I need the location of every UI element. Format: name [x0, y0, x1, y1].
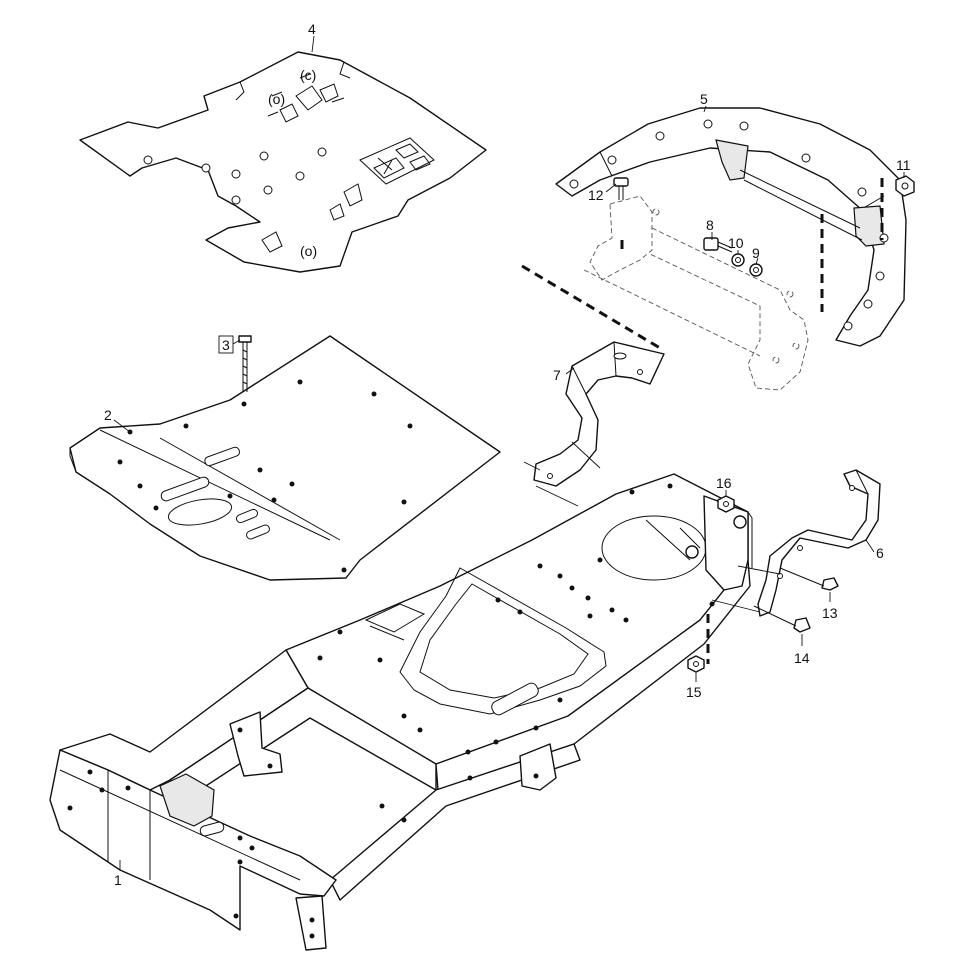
svg-text:3: 3	[222, 337, 230, 353]
svg-text:2: 2	[104, 407, 112, 423]
callout-5: 5	[700, 91, 708, 113]
floor-plate	[69, 335, 501, 581]
main-frame	[49, 473, 753, 951]
callout-4: 4	[308, 21, 316, 53]
bumper-bracket-ghost	[583, 195, 809, 391]
bolt-13	[779, 567, 839, 591]
callout-13: 13	[822, 592, 838, 621]
pedal-icons: (o) (c) (o)	[261, 67, 363, 259]
bolt-12	[613, 177, 629, 200]
screw-3	[238, 335, 252, 392]
floor-mat: (o) (c) (o)	[79, 51, 487, 273]
bracket-6	[757, 469, 881, 617]
callout-10: 10	[728, 235, 744, 254]
callout-2: 2	[104, 407, 131, 433]
svg-text:12: 12	[588, 187, 604, 203]
svg-text:13: 13	[822, 605, 838, 621]
washer-9	[749, 263, 763, 277]
callout-1: 1	[114, 860, 122, 888]
washer-10	[731, 253, 745, 267]
callout-16: 16	[716, 475, 732, 496]
bolt-8	[703, 237, 733, 253]
callout-6: 6	[865, 539, 884, 561]
callout-9: 9	[752, 245, 760, 265]
nut-15	[687, 655, 705, 673]
callout-14: 14	[794, 634, 810, 666]
svg-text:16: 16	[716, 475, 732, 491]
front-bumper	[555, 107, 907, 347]
bracket-7	[533, 341, 665, 487]
svg-text:(o): (o)	[300, 243, 317, 259]
svg-text:11: 11	[896, 157, 911, 173]
callout-12: 12	[588, 183, 617, 203]
svg-text:1: 1	[114, 872, 122, 888]
svg-text:10: 10	[728, 235, 744, 251]
svg-text:7: 7	[553, 367, 561, 383]
nut-11	[895, 175, 915, 197]
svg-text:15: 15	[686, 684, 702, 700]
callout-11: 11	[896, 157, 911, 178]
svg-text:(o): (o)	[268, 91, 285, 107]
svg-text:14: 14	[794, 650, 810, 666]
warning-decals	[359, 137, 435, 185]
callout-7: 7	[553, 367, 575, 383]
callouts: 1 2 3 4 5 6 7 8	[104, 21, 911, 888]
callout-3: 3	[218, 335, 241, 354]
bolt-14	[753, 605, 811, 633]
svg-text:9: 9	[752, 245, 760, 261]
plate-holes	[117, 379, 413, 573]
callout-15: 15	[686, 672, 702, 700]
svg-text:5: 5	[700, 91, 708, 107]
frame-holes	[67, 483, 715, 939]
svg-text:(c): (c)	[300, 67, 316, 83]
svg-text:6: 6	[876, 545, 884, 561]
svg-text:8: 8	[706, 217, 714, 233]
svg-text:4: 4	[308, 21, 316, 37]
callout-8: 8	[706, 217, 714, 240]
nut-16	[717, 495, 735, 513]
